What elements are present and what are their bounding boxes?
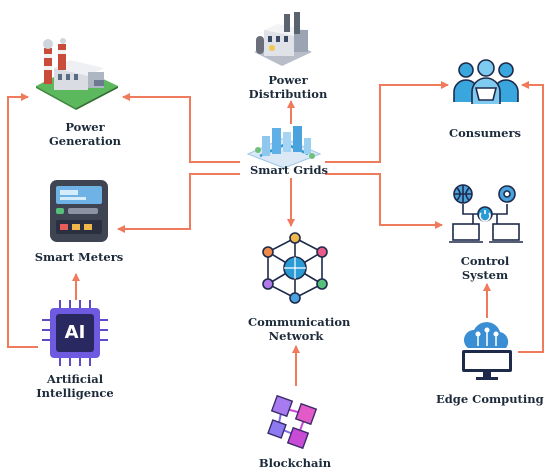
label-smart-grids: Smart Grids <box>244 163 334 177</box>
arrow-artificial-intelligence-to-power-generation <box>7 93 38 348</box>
arrow-edge-computing-to-consumers <box>518 81 544 353</box>
ai-chip-icon <box>42 300 108 366</box>
edge-cloud-icon <box>462 322 512 380</box>
label-communication-network: Communication Network <box>248 315 351 343</box>
blockchain-icon <box>267 394 318 450</box>
network-icon <box>262 232 328 304</box>
label-smart-meters: Smart Meters <box>34 250 124 264</box>
label-line: Distribution <box>248 87 328 101</box>
label-power-generation: Power Generation <box>40 120 130 148</box>
smart-city-icon <box>246 126 322 168</box>
label-line: Intelligence <box>36 386 114 400</box>
label-line: Generation <box>48 134 122 148</box>
substation-icon <box>254 12 312 66</box>
label-line: Control <box>460 254 510 268</box>
label-line: Network <box>268 329 324 343</box>
label-control-system: Control System <box>440 254 530 282</box>
label-edge-computing: Edge Computing <box>436 392 544 406</box>
arrow-smart-grids-to-control-system <box>325 173 443 229</box>
label-line: Smart Meters <box>34 250 124 264</box>
label-line: Artificial <box>46 372 104 386</box>
label-line: Smart Grids <box>249 163 329 177</box>
smart-meter-icon <box>50 180 108 242</box>
label-line: Power <box>65 120 105 134</box>
arrow-smart-grids-to-consumers <box>325 81 449 163</box>
arrow-smart-grids-to-power-generation <box>122 93 240 163</box>
label-line: Blockchain <box>258 456 332 470</box>
control-system-icon <box>449 184 523 243</box>
label-line: Communication <box>248 315 351 329</box>
label-artificial-intelligence: Artificial Intelligence <box>30 372 120 400</box>
label-line: Edge Computing <box>436 392 544 406</box>
arrow-smart-grids-to-smart-meters <box>117 173 240 233</box>
consumers-icon <box>453 59 519 104</box>
label-consumers: Consumers <box>440 126 530 140</box>
label-line: Power <box>268 73 308 87</box>
ai-chip-label: AI <box>64 322 86 343</box>
label-line: Consumers <box>448 126 522 140</box>
label-blockchain: Blockchain <box>250 456 340 470</box>
label-power-distribution: Power Distribution <box>243 73 333 101</box>
power-plant-icon <box>36 38 118 110</box>
label-line: System <box>461 268 509 282</box>
